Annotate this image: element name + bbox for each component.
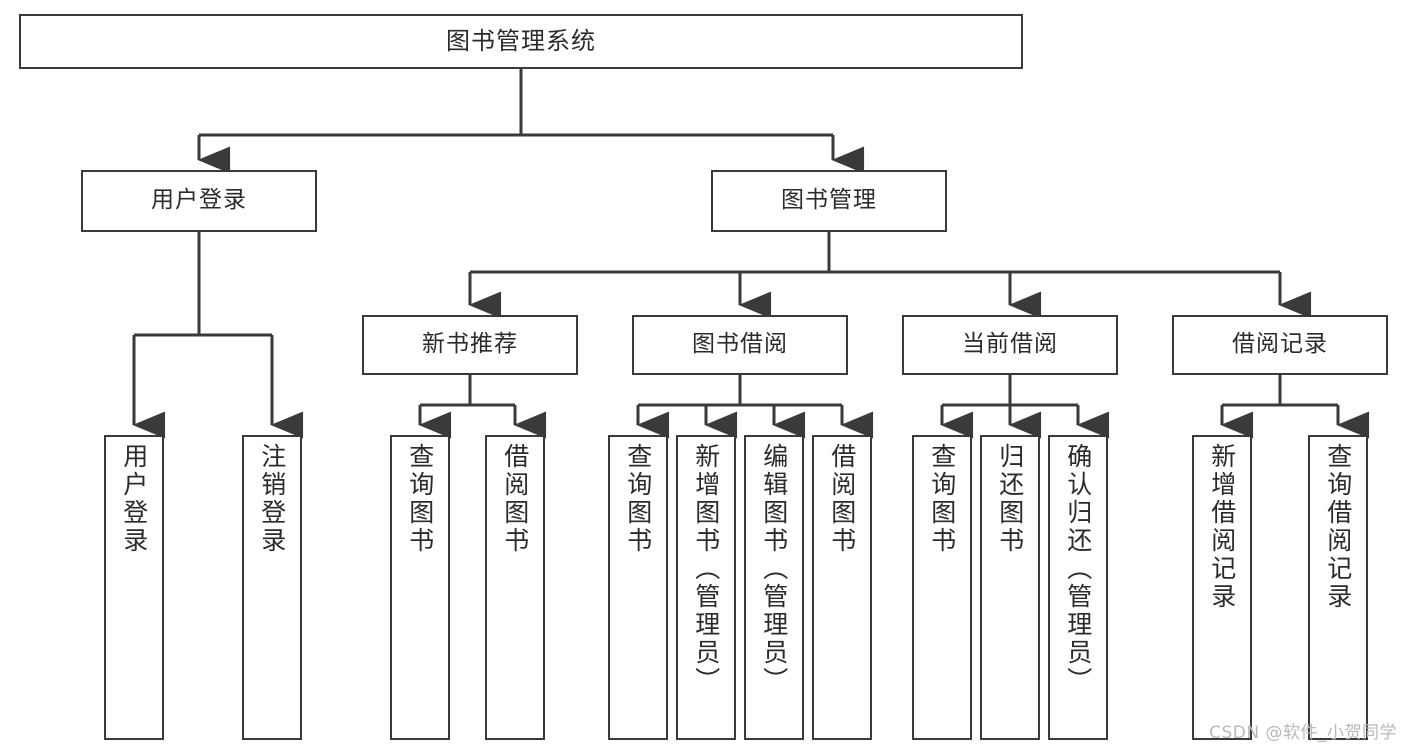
leaf-label: 查询图书 — [405, 443, 435, 555]
leaf-label: 编辑图书（管理员） — [759, 443, 789, 695]
leaf-recommend-borrow-book[interactable]: 借阅图书 — [485, 435, 545, 740]
leaf-borrow-borrow-book[interactable]: 借阅图书 — [812, 435, 872, 740]
leaf-current-confirm-return-admin[interactable]: 确认归还（管理员） — [1048, 435, 1108, 740]
leaf-label: 注销登录 — [257, 443, 287, 555]
node-user-login[interactable]: 用户登录 — [81, 170, 317, 232]
leaf-label: 用户登录 — [119, 443, 149, 555]
leaf-label: 查询图书 — [927, 443, 957, 555]
leaf-records-add-record[interactable]: 新增借阅记录 — [1192, 435, 1252, 740]
leaf-label: 借阅图书 — [827, 443, 857, 555]
leaf-borrow-add-book-admin[interactable]: 新增图书（管理员） — [676, 435, 736, 740]
leaf-recommend-query-book[interactable]: 查询图书 — [390, 435, 450, 740]
leaf-label: 新增借阅记录 — [1207, 443, 1237, 611]
node-root-system[interactable]: 图书管理系统 — [19, 14, 1023, 69]
leaf-borrow-edit-book-admin[interactable]: 编辑图书（管理员） — [744, 435, 804, 740]
watermark-credit: CSDN @软件_小贺同学 — [1209, 723, 1397, 743]
node-borrow-records[interactable]: 借阅记录 — [1172, 315, 1388, 375]
node-new-book-recommend[interactable]: 新书推荐 — [362, 315, 578, 375]
leaf-label: 归还图书 — [995, 443, 1025, 555]
leaf-label: 借阅图书 — [500, 443, 530, 555]
leaf-user-login-signin[interactable]: 用户登录 — [104, 435, 164, 740]
leaf-records-query-record[interactable]: 查询借阅记录 — [1308, 435, 1368, 740]
node-book-borrow[interactable]: 图书借阅 — [632, 315, 848, 375]
leaf-borrow-query-book[interactable]: 查询图书 — [608, 435, 668, 740]
leaf-label: 新增图书（管理员） — [691, 443, 721, 695]
leaf-label: 查询借阅记录 — [1323, 443, 1353, 611]
leaf-user-login-signout[interactable]: 注销登录 — [242, 435, 302, 740]
leaf-current-return-book[interactable]: 归还图书 — [980, 435, 1040, 740]
leaf-label: 确认归还（管理员） — [1063, 443, 1093, 695]
leaf-label: 查询图书 — [623, 443, 653, 555]
node-book-management[interactable]: 图书管理 — [711, 170, 947, 232]
node-current-borrow[interactable]: 当前借阅 — [902, 315, 1118, 375]
leaf-current-query-book[interactable]: 查询图书 — [912, 435, 972, 740]
